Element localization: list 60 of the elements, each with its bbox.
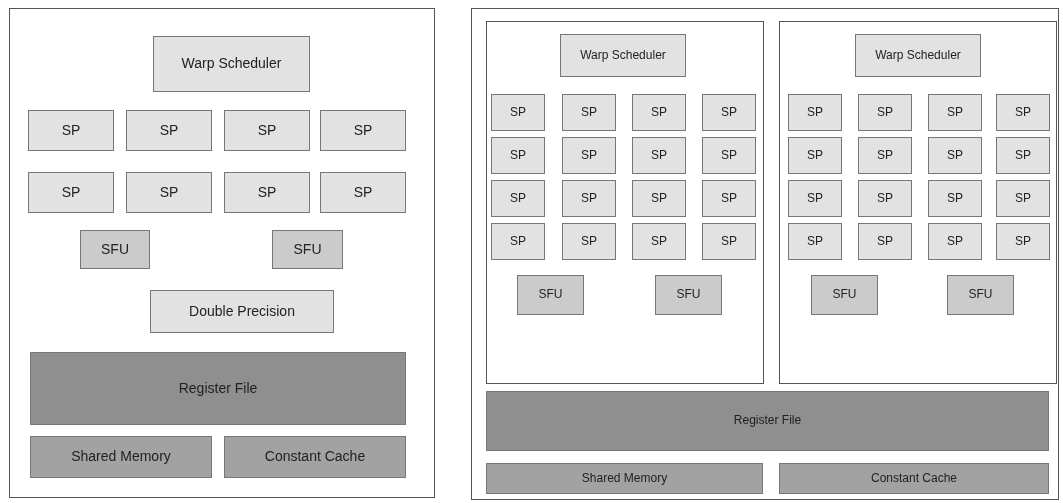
- core-unit: SP: [702, 94, 756, 131]
- core-unit: SP: [126, 110, 212, 151]
- core-unit: SP: [928, 137, 982, 174]
- core-unit: SP: [562, 137, 616, 174]
- core-unit: SP: [788, 137, 842, 174]
- processor-panel: [471, 8, 1059, 500]
- precision-unit: Double Precision: [150, 290, 334, 333]
- core-unit: SP: [491, 223, 545, 260]
- function-unit: SFU: [517, 275, 584, 315]
- register-file-unit: Register File: [486, 391, 1049, 451]
- core-unit: SP: [858, 223, 912, 260]
- cache-unit: Constant Cache: [779, 463, 1049, 494]
- core-unit: SP: [562, 223, 616, 260]
- scheduler-unit: Warp Scheduler: [560, 34, 686, 77]
- core-unit: SP: [996, 137, 1050, 174]
- function-unit: SFU: [655, 275, 722, 315]
- core-unit: SP: [702, 180, 756, 217]
- core-unit: SP: [28, 172, 114, 213]
- core-unit: SP: [224, 172, 310, 213]
- core-unit: SP: [858, 137, 912, 174]
- core-unit: SP: [996, 180, 1050, 217]
- core-unit: SP: [788, 94, 842, 131]
- core-unit: SP: [702, 137, 756, 174]
- core-unit: SP: [702, 223, 756, 260]
- register-file-unit: Register File: [30, 352, 406, 425]
- core-unit: SP: [562, 180, 616, 217]
- memory-unit: Shared Memory: [486, 463, 763, 494]
- core-unit: SP: [632, 223, 686, 260]
- core-unit: SP: [632, 180, 686, 217]
- core-unit: SP: [788, 180, 842, 217]
- core-unit: SP: [632, 137, 686, 174]
- core-unit: SP: [858, 180, 912, 217]
- function-unit: SFU: [811, 275, 878, 315]
- core-unit: SP: [126, 172, 212, 213]
- core-unit: SP: [28, 110, 114, 151]
- core-unit: SP: [224, 110, 310, 151]
- core-unit: SP: [562, 94, 616, 131]
- core-unit: SP: [996, 223, 1050, 260]
- scheduler-unit: Warp Scheduler: [153, 36, 310, 92]
- core-unit: SP: [928, 223, 982, 260]
- core-unit: SP: [320, 110, 406, 151]
- function-unit: SFU: [272, 230, 343, 269]
- function-unit: SFU: [947, 275, 1014, 315]
- core-unit: SP: [996, 94, 1050, 131]
- core-unit: SP: [491, 137, 545, 174]
- core-unit: SP: [858, 94, 912, 131]
- cluster-panel: [779, 21, 1057, 384]
- core-unit: SP: [632, 94, 686, 131]
- memory-unit: Shared Memory: [30, 436, 212, 478]
- core-unit: SP: [491, 180, 545, 217]
- function-unit: SFU: [80, 230, 150, 269]
- cache-unit: Constant Cache: [224, 436, 406, 478]
- core-unit: SP: [320, 172, 406, 213]
- cluster-panel: [486, 21, 764, 384]
- core-unit: SP: [788, 223, 842, 260]
- core-unit: SP: [491, 94, 545, 131]
- scheduler-unit: Warp Scheduler: [855, 34, 981, 77]
- processor-panel: [9, 8, 435, 498]
- core-unit: SP: [928, 94, 982, 131]
- core-unit: SP: [928, 180, 982, 217]
